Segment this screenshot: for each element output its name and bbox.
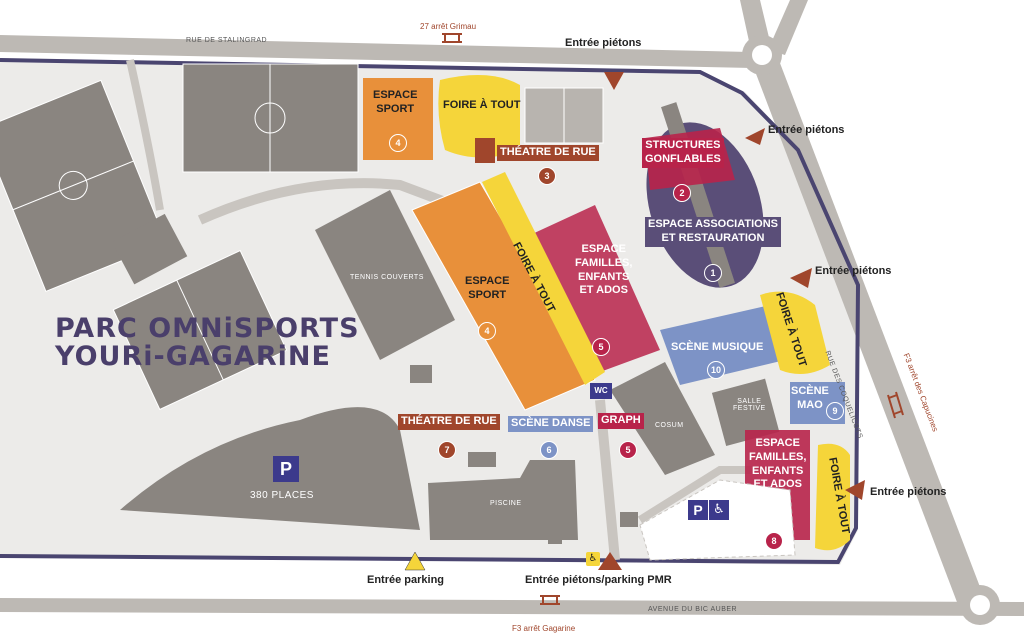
zone-number-scene-musique: 10 [707,361,725,379]
zone-number-familles-right: 8 [765,532,783,550]
block-b [468,452,496,467]
zone-label-scene-danse: SCÈNE DANSE [508,416,594,432]
zone-label-scene-mao: SCÈNE MAO [791,385,829,411]
wc-icon: WC [590,383,612,399]
entrance-arrow-right1 [745,128,765,145]
zone-number-espace-sport-center: 4 [478,322,496,340]
zone-number-structures: 2 [673,184,691,202]
parking-area [120,407,420,530]
zone-foire-top [438,75,520,158]
entrance-label-right3: Entrée piétons [870,486,947,498]
zone-label-espace-sport-top: ESPACE SPORT [373,89,418,115]
path-center [197,178,522,235]
entrance-label-right2: Entrée piétons [815,265,892,277]
zone-familles-center [530,205,660,372]
zone-number-scene-danse: 6 [540,441,558,459]
street-top-right-b [768,0,808,55]
football-field-3 [112,249,288,411]
zone-label-graph: GRAPH [598,413,644,429]
zone-foire-center [482,172,605,385]
zone-label-familles-right: ESPACE FAMILLES, ENFANTS ET ADOS [749,437,807,491]
entrance-label-pmr: Entrée piétons/parking PMR [525,574,672,586]
street-right [750,50,985,610]
building-label-tennis: TENNIS COUVERTS [350,274,424,281]
transit-label-top: 27 arrêt Grimau [420,22,477,31]
tennis-courts-orange [411,181,596,411]
building-salle-festive [711,378,780,447]
zone-label-associations: ESPACE ASSOCIATIONS ET RESTAURATION [645,217,781,247]
block-a [410,365,432,383]
zone-foire-right [760,291,830,374]
zone-label-scene-musique: SCÈNE MUSIQUE [671,341,764,353]
zone-number-espace-sport-top: 4 [389,134,407,152]
stop-marker-top [442,33,462,43]
block-theatre-top [475,138,495,163]
street-top [0,35,752,68]
zone-number-associations: 1 [704,264,722,282]
entrance-arrow-pmr [598,552,622,570]
entrance-arrow-top [604,72,624,90]
building-cosum [610,362,715,475]
block-d [548,528,562,544]
zone-number-scene-mao: 9 [826,402,844,420]
zone-foire-bottom [815,443,850,551]
block-c [620,512,638,527]
building-label-cosum: COSUM [655,422,684,429]
entrance-label-right1: Entrée piétons [768,124,845,136]
park-title: PARC OMNiSPORTS YOURi-GAGARiNE [55,313,360,373]
perimeter-line [0,58,861,565]
stop-marker-right [887,391,904,419]
building-tennis [315,190,455,360]
zone-label-structures: STRUCTURES GONFLABLES [642,138,724,168]
zone-label-theatre-left: THÉATRE DE RUE [398,414,500,430]
transit-label-bottom: F3 arrêt Gagarine [512,624,576,633]
zone-number-familles-center: 5 [592,338,610,356]
football-field-1 [182,63,359,173]
roundabout-top-center [752,45,772,65]
zone-label-familles-center: ESPACE FAMILLES, ENFANTS ET ADOS [575,243,633,297]
parking-small [639,479,796,561]
street-label-bottom: AVENUE DU BIC AUBER [648,606,738,613]
zone-scene-musique [660,305,785,385]
zone-number-theatre-left: 7 [438,441,456,459]
zone-number-graph: 5 [619,441,637,459]
wheelchair-icon: ♿ [709,500,729,520]
building-west [111,213,188,285]
street-bottom [0,598,1024,616]
building-label-salle-festive: SALLE FESTIVE [733,398,766,412]
building-piscine [428,460,578,540]
path-west [126,59,164,211]
building-label-piscine: PISCINE [490,500,522,507]
accessibility-icon: ♿ [586,552,600,566]
park-title-line1: PARC OMNiSPORTS [55,313,360,344]
parking-pmr-icon: P [688,500,708,520]
zone-label-espace-sport-center: ESPACE SPORT [465,275,510,301]
zone-label-theatre-top: THÉATRE DE RUE [497,145,599,161]
parking-places: 380 PLACES [250,490,314,501]
entrance-arrow-parking [404,551,426,571]
park-title-line2: YOURi-GAGARiNE [55,341,331,373]
roundabout-bottom-center [970,595,990,615]
street-label-top: RUE DE STALINGRAD [186,37,268,44]
parking-icon: P [273,456,299,482]
entrance-arrow-right3 [845,480,865,500]
zone-number-theatre-top: 3 [538,167,556,185]
stop-marker-bottom [540,595,560,605]
zone-label-foire-top: FOIRE À TOUT [443,99,521,111]
entrance-label-top: Entrée piétons [565,37,642,49]
entrance-label-parking: Entrée parking [367,574,445,586]
entrance-arrow-right2 [790,268,812,288]
